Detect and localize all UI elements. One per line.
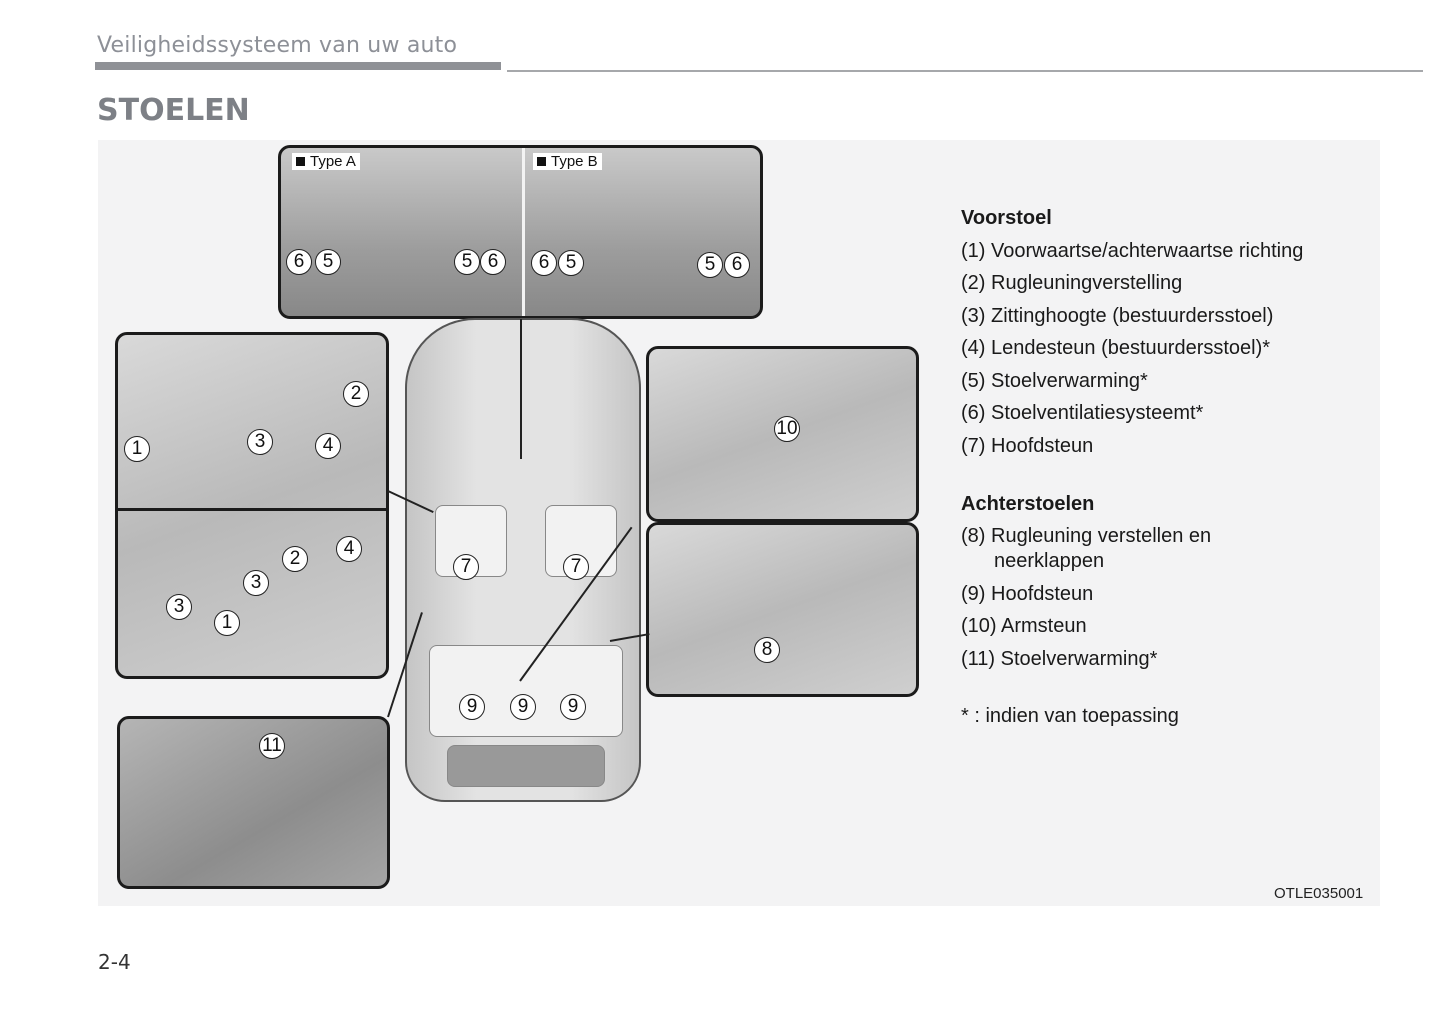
callout: 8: [754, 637, 780, 663]
rear-seatback-lever-illustration: [646, 522, 919, 697]
callout: 5: [558, 250, 584, 276]
leader-line: [520, 319, 522, 459]
callout: 7: [563, 554, 589, 580]
callout: 1: [214, 610, 240, 636]
car-top-view: [405, 318, 641, 802]
callout: 11: [259, 733, 285, 759]
climate-panel-illustration: [278, 145, 763, 319]
callout: 3: [243, 570, 269, 596]
legend-item: (4) Lendesteun (bestuurdersstoel)*: [961, 337, 1271, 359]
callout: 10: [774, 416, 800, 442]
callout: 2: [282, 546, 308, 572]
seat-legend: Voorstoel (1) Voorwaartse/achterwaartse …: [961, 205, 1303, 732]
type-a-label: Type A: [292, 153, 360, 170]
legend-item: (7) Hoofdsteun: [961, 434, 1094, 457]
callout: 6: [724, 252, 750, 278]
page-title: STOELEN: [97, 93, 250, 128]
legend-item: (2) Rugleuningverstelling: [961, 272, 1183, 294]
callout: 7: [453, 554, 479, 580]
callout: 6: [480, 249, 506, 275]
legend-item: (11) Stoelverwarming*: [961, 647, 1158, 670]
callout: 3: [247, 429, 273, 455]
figure-code: OTLE035001: [1274, 885, 1364, 902]
callout: 4: [315, 433, 341, 459]
legend-item: (9) Hoofdsteun: [961, 582, 1094, 605]
footnote: * : indien van toepassing: [961, 704, 1179, 727]
callout: 9: [560, 694, 586, 720]
header-rule: [507, 70, 1423, 72]
callout: 9: [510, 694, 536, 720]
callout: 2: [343, 381, 369, 407]
legend-item: (1) Voorwaartse/achterwaartse richting: [961, 239, 1304, 262]
legend-item: (8) Rugleuning verstellen en neerklappen: [961, 525, 1212, 572]
callout: 5: [697, 252, 723, 278]
legend-item: (5) Stoelverwarming*: [961, 369, 1148, 392]
seat-heater-switch-illustration: [117, 716, 390, 889]
callout: 3: [166, 594, 192, 620]
callout: 6: [531, 250, 557, 276]
front-seat-heading: Voorstoel: [961, 207, 1052, 229]
rear-seat-heading: Achterstoelen: [961, 492, 1095, 515]
type-b-label: Type B: [533, 153, 602, 170]
callout: 6: [286, 249, 312, 275]
page-number: 2-4: [98, 950, 131, 974]
legend-item: (6) Stoelventilatiesysteemt*: [961, 402, 1204, 424]
legend-item: (3) Zittinghoogte (bestuurdersstoel): [961, 304, 1274, 327]
callout: 5: [454, 249, 480, 275]
header-bar: [95, 62, 501, 70]
callout: 4: [336, 536, 362, 562]
running-header: Veiligheidssysteem van uw auto: [97, 33, 458, 58]
callout: 1: [124, 436, 150, 462]
callout: 9: [459, 694, 485, 720]
callout: 5: [315, 249, 341, 275]
legend-item: (10) Armsteun: [961, 615, 1087, 637]
